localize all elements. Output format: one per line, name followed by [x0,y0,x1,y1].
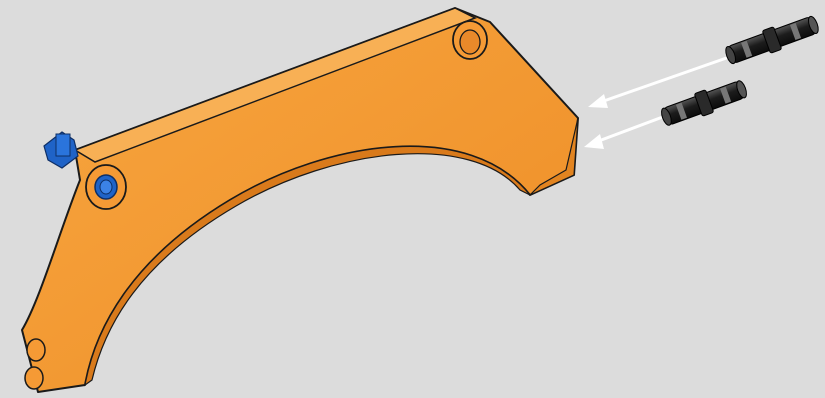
curved-orange-panel [22,8,578,392]
pin-hole-bottom-1 [27,339,45,361]
black-friction-pin-lower [659,77,750,130]
insert-arrow-lower [584,115,668,149]
black-friction-pin-upper [723,12,821,67]
pin-hole-bottom-2 [25,367,43,389]
